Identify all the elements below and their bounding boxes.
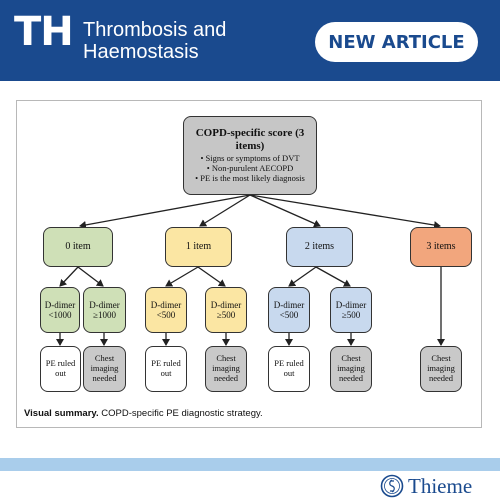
outcome-line: PE ruled bbox=[45, 358, 76, 369]
outcome-line: Chest bbox=[94, 353, 115, 364]
dimer-threshold: ≥500 bbox=[341, 310, 361, 320]
outcome-line: imaging bbox=[212, 363, 240, 374]
dimer-label: D-dimer bbox=[335, 299, 367, 310]
outcome-line: imaging bbox=[427, 363, 455, 374]
outcome-line: PE ruled bbox=[151, 358, 181, 369]
outcome-line: needed bbox=[213, 372, 239, 383]
outcome-line: needed bbox=[92, 372, 117, 383]
arrow-1item-to-dimer-low bbox=[165, 266, 199, 287]
dimer-threshold: <500 bbox=[279, 310, 299, 320]
arrow-1item-to-dimer-high bbox=[197, 266, 226, 287]
branch-0-item-label: 0 item bbox=[65, 241, 91, 253]
arrow-top-to-0item bbox=[79, 194, 251, 229]
figure-caption: Visual summary. COPD-specific PE diagnos… bbox=[24, 408, 263, 419]
outcome-1-ruled-out: PE ruled out bbox=[145, 346, 187, 392]
outcome-2-imaging: Chest imaging needed bbox=[330, 346, 372, 392]
journal-title-line2: Haemostasis bbox=[83, 41, 199, 63]
outcome-line: imaging bbox=[90, 363, 119, 374]
arrow-2items-to-dimer-high bbox=[315, 266, 351, 287]
dimer-2-high: D-dimer ≥500 bbox=[330, 287, 372, 333]
dimer-label: D-dimer bbox=[89, 299, 120, 310]
dimer-label: D-dimer bbox=[210, 299, 242, 310]
outcome-0-ruled-out: PE ruled out bbox=[40, 346, 81, 392]
arrow-top-to-3items bbox=[249, 194, 441, 229]
copd-score-title: COPD-specific score (3 items) bbox=[195, 127, 305, 152]
dimer-0-high: D-dimer ≥1000 bbox=[83, 287, 126, 333]
branch-0-item: 0 item bbox=[43, 227, 113, 267]
arrow-top-to-2items bbox=[249, 194, 321, 228]
branch-3-items: 3 items bbox=[410, 227, 472, 267]
branch-1-item-label: 1 item bbox=[185, 241, 212, 253]
dimer-2-low: D-dimer <500 bbox=[268, 287, 310, 333]
outcome-line: out bbox=[160, 368, 172, 378]
arrow-0item-to-dimer-low bbox=[59, 266, 79, 287]
criterion-aecopd: • Non-purulent AECOPD bbox=[206, 163, 294, 174]
journal-header: TH Thrombosis and Haemostasis NEW ARTICL… bbox=[0, 0, 500, 81]
dimer-label: D-dimer bbox=[273, 299, 305, 310]
outcome-line: Chest bbox=[431, 353, 451, 364]
caption-text: COPD-specific PE diagnostic strategy. bbox=[98, 408, 263, 419]
dimer-threshold: ≥500 bbox=[216, 310, 236, 320]
outcome-line: imaging bbox=[337, 363, 365, 374]
dimer-threshold: <1000 bbox=[48, 310, 72, 320]
branch-2-items-label: 2 items bbox=[304, 241, 335, 253]
outcome-line: Chest bbox=[341, 353, 361, 364]
new-article-badge[interactable]: NEW ARTICLE bbox=[315, 22, 478, 62]
branch-2-items: 2 items bbox=[286, 227, 353, 267]
dimer-1-high: D-dimer ≥500 bbox=[205, 287, 247, 333]
outcome-1-imaging: Chest imaging needed bbox=[205, 346, 247, 392]
publisher-logo[interactable]: Thieme bbox=[380, 474, 472, 498]
outcome-line: out bbox=[283, 368, 295, 378]
outcome-0-imaging: Chest imaging needed bbox=[83, 346, 126, 392]
outcome-line: needed bbox=[428, 372, 454, 383]
branch-3-items-label: 3 items bbox=[426, 241, 456, 253]
arrow-2items-to-dimer-low bbox=[288, 266, 317, 287]
publisher-name: Thieme bbox=[408, 473, 473, 498]
dimer-label: D-dimer bbox=[44, 299, 76, 310]
outcome-line: Chest bbox=[216, 353, 236, 364]
copd-score-node: COPD-specific score (3 items) • Signs or… bbox=[183, 116, 317, 195]
outcome-2-ruled-out: PE ruled out bbox=[268, 346, 310, 392]
journal-title-line1: Thrombosis and bbox=[83, 19, 227, 41]
dimer-threshold: ≥1000 bbox=[93, 310, 116, 320]
criterion-pe-likely: • PE is the most likely diagnosis bbox=[195, 173, 305, 184]
footer-band bbox=[0, 458, 500, 471]
dimer-label: D-dimer bbox=[150, 299, 182, 310]
outcome-line: out bbox=[55, 368, 66, 378]
dimer-0-low: D-dimer <1000 bbox=[40, 287, 80, 333]
criterion-dvt: • Signs or symptoms of DVT bbox=[200, 153, 300, 164]
outcome-3-imaging: Chest imaging needed bbox=[420, 346, 462, 392]
branch-1-item: 1 item bbox=[165, 227, 232, 267]
arrow-0item-to-dimer-high bbox=[77, 266, 104, 287]
dimer-1-low: D-dimer <500 bbox=[145, 287, 187, 333]
caption-label: Visual summary. bbox=[24, 408, 99, 419]
outcome-line: PE ruled bbox=[274, 358, 304, 369]
thieme-emblem-icon bbox=[380, 474, 404, 498]
arrow-top-to-1item bbox=[199, 194, 251, 227]
dimer-threshold: <500 bbox=[156, 310, 176, 320]
journal-logo: TH bbox=[14, 9, 74, 55]
outcome-line: needed bbox=[338, 372, 364, 383]
